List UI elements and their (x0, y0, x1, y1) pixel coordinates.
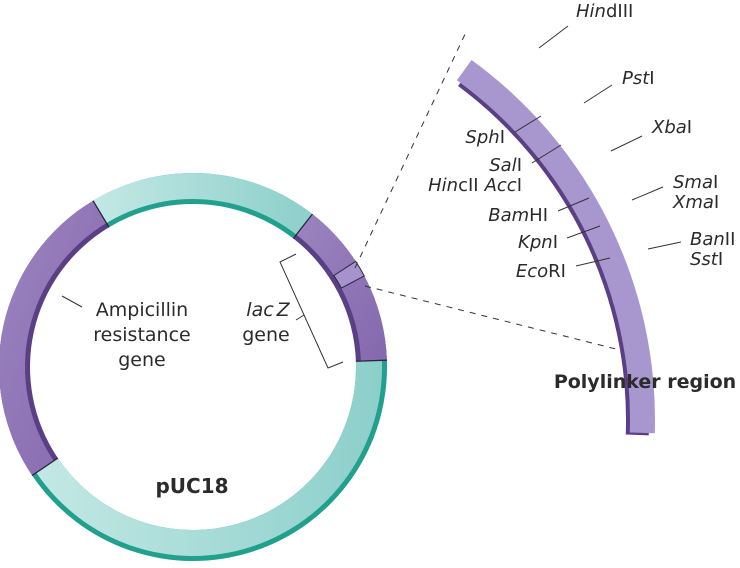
site-leader-bamhi (557, 197, 590, 212)
site-hincii-italic: Hin (428, 175, 458, 196)
site-psti-italic: Pst (622, 68, 650, 89)
ring-segment-amp (0, 200, 107, 476)
site-leader-ecori (575, 257, 611, 267)
site-bamhi-italic: Bam (488, 205, 529, 226)
amp-leader (61, 295, 83, 308)
site-sali-italic: Sal (489, 155, 516, 176)
site-ssti-italic: Sst (690, 249, 719, 270)
polylinker-title: Polylinker region (554, 371, 736, 393)
site-sphi: SphI (465, 127, 505, 148)
segment-boundary (31, 457, 59, 476)
site-kpni-italic: Kpn (518, 232, 553, 253)
site-leader-smai (631, 186, 664, 201)
site-psti: PstI (622, 68, 655, 89)
site-hindiii-roman: dIII (606, 1, 633, 22)
site-xbai-roman: I (687, 117, 692, 138)
lacz-label-line2: gene (242, 324, 289, 346)
site-leader-xbai (610, 135, 643, 152)
site-sphi-italic: Sph (465, 127, 499, 148)
plasmid-name: pUC18 (155, 474, 228, 498)
site-leader-kpni (566, 225, 601, 239)
site-smai: SmaI (673, 172, 718, 193)
site-sphi-roman: I (500, 127, 505, 148)
site-kpni: KpnI (518, 232, 558, 253)
site-bamhi: BamHI (488, 205, 548, 226)
site-banii: BanII (690, 229, 735, 250)
site-sali: SalI (489, 155, 522, 176)
site-hincii-roman: cII (458, 175, 479, 196)
site-bamhi-roman: HI (529, 205, 548, 226)
segment-boundary (355, 359, 387, 362)
site-xmai-italic: Xma (672, 192, 714, 213)
amp-label-line2: resistance (93, 324, 190, 346)
site-psti-roman: I (649, 68, 654, 89)
site-banii-italic: Ban (690, 229, 725, 250)
site-acci-roman: I (517, 175, 522, 196)
site-xbai: XbaI (651, 117, 692, 138)
site-leader-hindiii (538, 25, 569, 49)
site-ecori-italic: Eco (516, 261, 548, 282)
site-ecori-roman: RI (548, 261, 566, 282)
site-hindiii: HindIII (576, 1, 633, 22)
site-sali-roman: I (517, 155, 522, 176)
ring-polylinker-slice (333, 260, 365, 289)
site-ecori: EcoRI (516, 261, 566, 282)
site-xbai-italic: Xba (651, 117, 687, 138)
zoom-line-top (354, 29, 468, 269)
site-leader-banii (647, 241, 682, 250)
site-leader-sali (531, 144, 562, 164)
site-banii-roman: II (725, 229, 736, 250)
amp-label-line3: gene (118, 349, 165, 371)
site-leader-sphi (514, 115, 542, 133)
ring-segment-top-backbone (93, 173, 313, 235)
site-kpni-roman: I (553, 232, 558, 253)
lacz-italic: lac (246, 299, 274, 321)
site-leader-psti (583, 84, 613, 104)
segment-boundary (92, 200, 110, 228)
segment-boundary (292, 213, 313, 239)
site-smai-italic: Sma (673, 172, 713, 193)
ring-segment-bottom-backbone (36, 360, 382, 557)
amp-label-line1: Ampicillin (96, 299, 188, 321)
site-smai-roman: I (713, 172, 718, 193)
site-xmai-roman: I (714, 192, 719, 213)
site-xmai: XmaI (672, 192, 719, 213)
plasmid-ring (0, 173, 387, 561)
site-acci-italic: Acc (484, 175, 517, 196)
polylinker-arc (456, 59, 655, 436)
site-hindiii-italic: Hin (576, 1, 606, 22)
lacz-bracket-tick (295, 314, 305, 321)
site-ssti-roman: I (718, 249, 723, 270)
zoom-line-bottom (364, 285, 629, 353)
lacz-italic-z: Z (276, 299, 291, 321)
site-ssti: SstI (690, 249, 723, 270)
